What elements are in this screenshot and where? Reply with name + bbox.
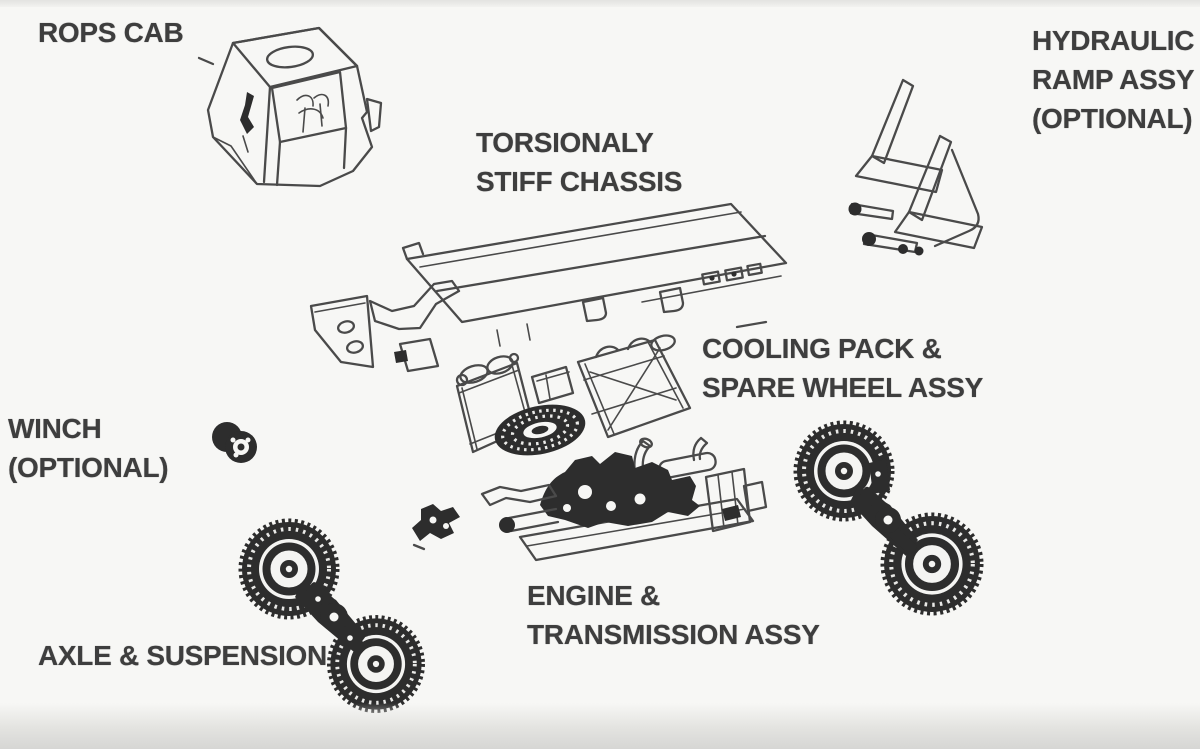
- label-line: ROPS CAB: [38, 17, 184, 48]
- cooling-pack-drawing: [455, 334, 692, 456]
- label-line: HYDRAULIC: [1032, 25, 1195, 56]
- hydraulic-ramp-drawing: [848, 78, 984, 256]
- label-line: SPARE WHEEL ASSY: [702, 372, 983, 403]
- axle-left-drawing: [241, 521, 424, 712]
- label-line: ENGINE &: [527, 580, 660, 611]
- label-chassis: TORSIONALY STIFF CHASSIS: [476, 123, 682, 201]
- scan-edge-top: [0, 0, 1200, 7]
- label-line: (OPTIONAL): [1032, 103, 1193, 134]
- label-cooling-pack: COOLING PACK & SPARE WHEEL ASSY: [702, 329, 983, 407]
- label-line: TORSIONALY: [476, 127, 654, 158]
- transfer-case-bracket-drawing: [412, 504, 460, 551]
- label-hydraulic-ramp: HYDRAULIC RAMP ASSY (OPTIONAL): [1032, 21, 1195, 138]
- label-winch: WINCH (OPTIONAL): [8, 409, 169, 487]
- label-line: COOLING PACK &: [702, 333, 942, 364]
- chassis-drawing: [309, 202, 788, 373]
- spare-tire: [494, 404, 586, 456]
- label-line: TRANSMISSION ASSY: [527, 619, 820, 650]
- engine-transmission-drawing: [480, 436, 768, 562]
- label-axle: AXLE & SUSPENSION: [38, 636, 327, 675]
- scan-edge-bottom: [0, 703, 1200, 749]
- rops-cab-drawing: [197, 26, 383, 188]
- label-line: (OPTIONAL): [8, 452, 169, 483]
- axle-right-drawing: [796, 423, 982, 614]
- winch-drawing: [212, 422, 257, 463]
- label-line: WINCH: [8, 413, 102, 444]
- label-rops-cab: ROPS CAB: [38, 13, 184, 52]
- label-line: AXLE & SUSPENSION: [38, 640, 327, 671]
- label-line: RAMP ASSY: [1032, 64, 1195, 95]
- label-line: STIFF CHASSIS: [476, 166, 683, 197]
- label-engine: ENGINE & TRANSMISSION ASSY: [527, 576, 820, 654]
